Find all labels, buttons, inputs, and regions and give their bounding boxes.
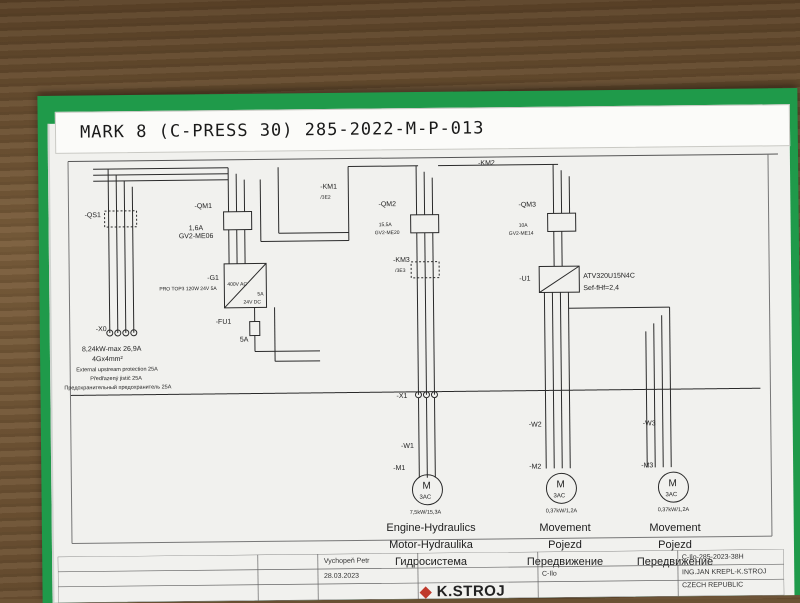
supply-line3: External upstream protection 25A (76, 367, 158, 374)
sheet-code: C-Ilo (542, 571, 557, 578)
label-x1: -X1 (396, 393, 407, 400)
motor2-symbol: M (556, 479, 564, 490)
label-g1-amp: 5A (257, 291, 264, 297)
drawn-by: Vychopeň Petr (324, 558, 370, 565)
motor2-rating: 0,37kW/1,2A (546, 508, 578, 514)
motor3-symbol: M (668, 478, 676, 489)
project-number: C-Ilo-285-2023-38H (682, 554, 744, 562)
label-u1-type: ATV320U15N4C (583, 273, 635, 281)
label-qm1: -QM1 (194, 203, 212, 210)
motor1-rating: 7,5kW/15,3A (410, 510, 442, 516)
motor1-cz: Motor-Hydraulika (376, 537, 486, 554)
label-g1-out: 24V DC (243, 299, 261, 305)
label-fu1-rating: 5A (240, 337, 249, 344)
label-g1-desc: PRO TOP3 120W 24V 5A (159, 286, 217, 293)
supply-line5: Предохранительный предохранитель 25A (64, 383, 171, 391)
label-g1-in: 400V AC (227, 282, 247, 288)
motor1-en: Engine-Hydraulics (376, 520, 486, 537)
label-w1: -W1 (401, 443, 414, 450)
logo-mark-icon: ◆ (420, 583, 432, 600)
label-u1-param: Sef-fHf=2,4 (583, 285, 619, 292)
label-qm2: -QM2 (378, 201, 396, 208)
label-qm3-type: GV2-ME14 (509, 231, 534, 237)
company-logo: ◆ K.STROJ (420, 582, 505, 601)
motor3-en: Movement (630, 520, 720, 537)
logo-text: K.STROJ (437, 583, 506, 601)
label-x0: -X0 (96, 326, 107, 333)
label-qm3-rating: 10A (519, 223, 529, 229)
label-km3-ref: /3E3 (395, 268, 406, 274)
label-u1: -U1 (519, 276, 530, 283)
company-name: ING.JAN KREPL-K.STROJ (682, 568, 766, 576)
label-fu1: -FU1 (216, 319, 232, 326)
label-m2: -M2 (529, 464, 541, 471)
label-km1: -KM1 (320, 184, 337, 191)
label-w3: -W3 (643, 420, 656, 427)
motor2-phase: 3AC (554, 493, 566, 499)
motor3-rating: 0,37kW/1,2A (658, 507, 690, 513)
label-km2: -KM2 (478, 160, 495, 167)
label-qm2-rating: 15,5A (379, 222, 393, 228)
motor3-phase: 3AC (666, 492, 678, 498)
supply-line1: 8,24kW-max 26,9A (82, 346, 142, 354)
label-km1-ref: /3E2 (320, 195, 331, 201)
label-km3: -KM3 (393, 257, 410, 264)
supply-line4: Předřazený jistič 25A (90, 376, 142, 383)
motor1-phase: 3AC (420, 495, 432, 501)
motor2-en: Movement (522, 520, 608, 537)
label-w2: -W2 (529, 422, 542, 429)
label-m1: -M1 (393, 465, 405, 472)
company-country: CZECH REPUBLIC (682, 582, 743, 590)
label-qm1-rating: 1,6A (189, 225, 204, 232)
label-qm3: -QM3 (518, 202, 536, 209)
label-qs1: -QS1 (85, 212, 102, 219)
supply-line2: 4Gx4mm² (92, 356, 123, 363)
label-qm1-type: GV2-ME06 (179, 233, 214, 240)
label-g1: -G1 (207, 275, 219, 282)
label-m3: -M3 (641, 462, 653, 469)
drawing-date: 28.03.2023 (324, 573, 359, 580)
label-qm2-type: GV2-ME20 (375, 230, 400, 236)
motor1-symbol: M (422, 481, 430, 492)
